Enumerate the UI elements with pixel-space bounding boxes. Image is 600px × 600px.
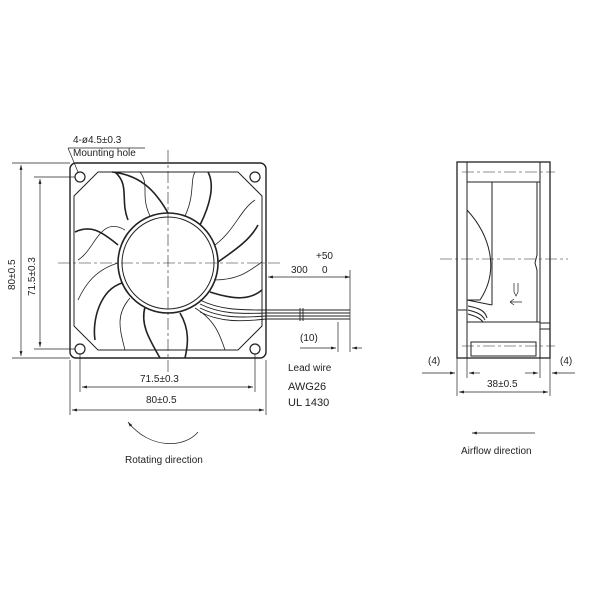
strip-length: (10) — [300, 333, 318, 344]
height-outer-dim: 80±0.5 — [7, 259, 18, 290]
right-offset-dim: (4) — [560, 356, 573, 367]
wire-tol-upper: +50 — [316, 251, 333, 262]
lead-wires — [199, 299, 350, 322]
hole-label: Mounting hole — [73, 148, 136, 159]
depth-dim: 38±0.5 — [487, 379, 518, 390]
fan-blades-back — [77, 171, 263, 351]
rotating-direction-label: Rotating direction — [125, 455, 203, 466]
height-pitch-dim: 71.5±0.3 — [27, 257, 38, 296]
wire-length: 300 — [291, 265, 308, 276]
width-outer-dim: 80±0.5 — [146, 395, 177, 406]
fan-side-view — [440, 161, 568, 359]
width-pitch-dim: 71.5±0.3 — [140, 374, 179, 385]
wire-standard: UL 1430 — [288, 397, 330, 409]
wire-gauge: AWG26 — [288, 381, 327, 393]
left-offset-dim: (4) — [428, 356, 441, 367]
dimension-lines — [12, 147, 362, 444]
lead-wire-label: Lead wire — [288, 363, 332, 374]
fan-front-view — [58, 150, 280, 375]
side-dimension-lines — [422, 358, 575, 435]
hole-spec: 4-ø4.5±0.3 — [73, 135, 122, 146]
fan-blades — [74, 171, 263, 359]
rotation-arrow — [127, 421, 199, 444]
wire-tol-lower: 0 — [322, 265, 328, 276]
airflow-direction-label: Airflow direction — [461, 446, 532, 457]
